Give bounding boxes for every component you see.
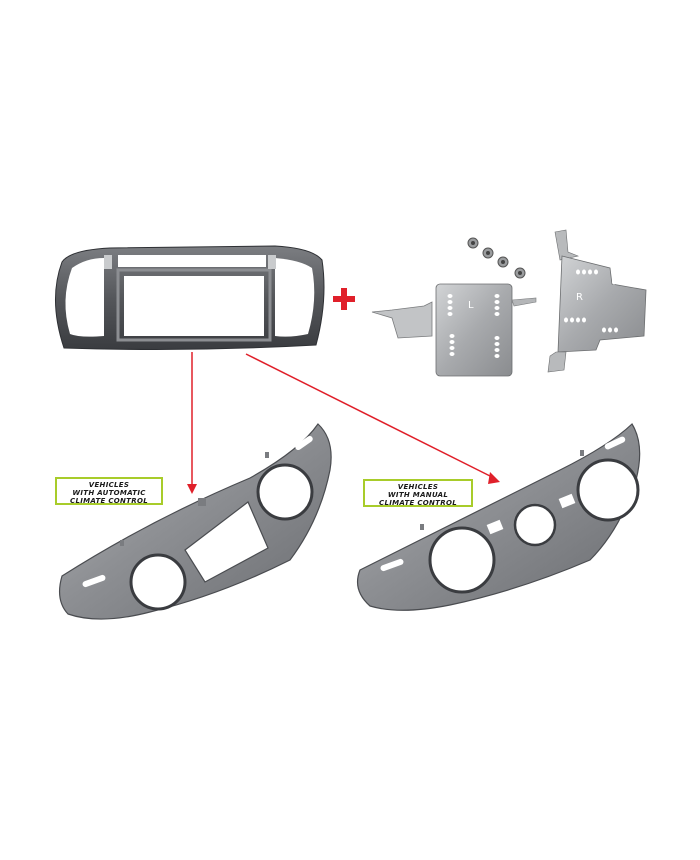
- label-line-1: VEHICLES: [88, 481, 130, 489]
- bracket-mark-left: L: [468, 300, 474, 311]
- left-bracket: L: [371, 283, 537, 377]
- label-line-3: CLIMATE CONTROL: [70, 497, 148, 505]
- automatic-climate-panel: [58, 423, 332, 620]
- arrow-to-manual: [245, 353, 500, 484]
- manual-climate-label: VEHICLES WITH MANUAL CLIMATE CONTROL: [363, 479, 473, 507]
- right-bracket: R: [547, 229, 647, 373]
- screws: [467, 237, 526, 279]
- arrow-to-automatic: [187, 352, 197, 494]
- plus-icon: [333, 288, 355, 310]
- automatic-climate-label: VEHICLES WITH AUTOMATIC CLIMATE CONTROL: [55, 477, 163, 505]
- label-line-3: CLIMATE CONTROL: [379, 499, 457, 507]
- label-line-1: VEHICLES: [397, 483, 439, 491]
- manual-climate-panel: [357, 423, 641, 611]
- double-din-frame: [55, 245, 325, 350]
- label-line-2: WITH AUTOMATIC: [72, 489, 146, 497]
- bracket-mark-right: R: [576, 292, 583, 303]
- label-line-2: WITH MANUAL: [387, 491, 449, 499]
